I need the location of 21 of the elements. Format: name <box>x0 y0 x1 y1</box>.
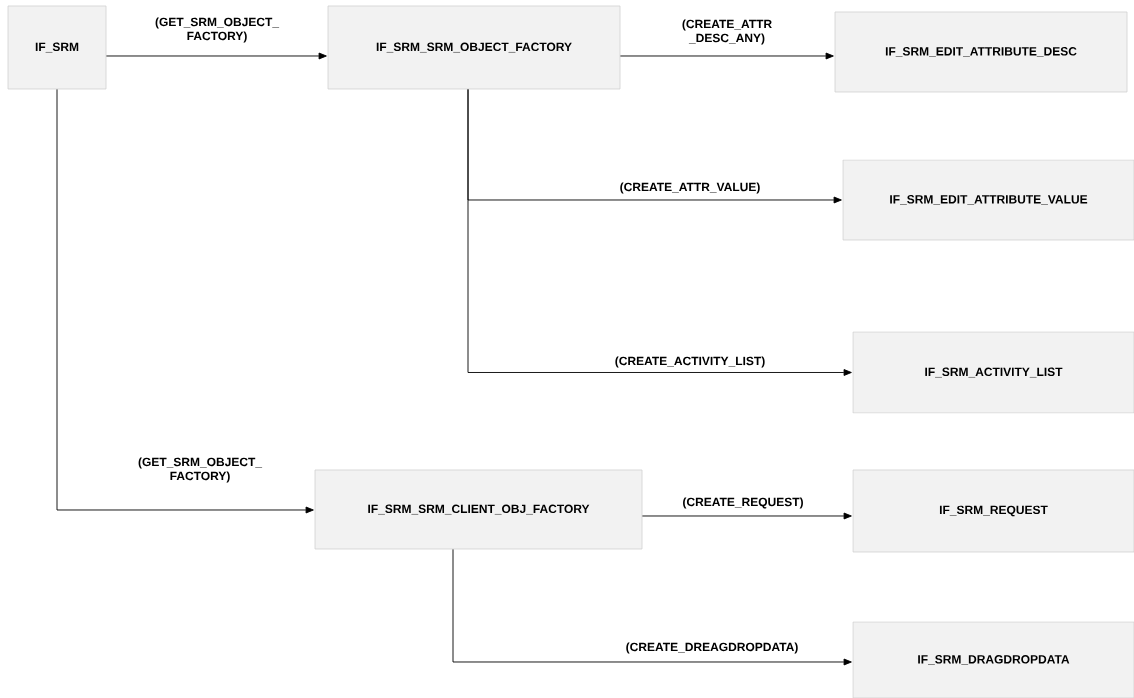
interface-box: IF_SRM_DRAGDROPDATA <box>852 621 1134 698</box>
interface-box: IF_SRM_ACTIVITY_LIST <box>852 331 1134 414</box>
edge-label: (CREATE_REQUEST) <box>681 496 805 510</box>
edge-label: (CREATE_DREAGDROPDATA) <box>624 641 800 655</box>
edge-label: (CREATE_ATTR_VALUE) <box>618 181 762 195</box>
arrow <box>467 88 852 376</box>
interface-box: IF_SRM <box>7 5 107 90</box>
arrow <box>619 52 834 60</box>
arrow <box>641 512 852 520</box>
interface-box: IF_SRM_EDIT_ATTRIBUTE_DESC <box>834 11 1128 93</box>
arrow <box>105 52 327 60</box>
edge-label: (GET_SRM_OBJECT_ FACTORY) <box>146 16 288 44</box>
edge-label: (CREATE_ACTIVITY_LIST) <box>613 355 767 369</box>
interface-box: IF_SRM_SRM_OBJECT_FACTORY <box>327 5 621 90</box>
interface-box: IF_SRM_REQUEST <box>852 469 1134 553</box>
edge-label: (CREATE_ATTR _DESC_ANY) <box>671 18 783 46</box>
interface-box: IF_SRM_EDIT_ATTRIBUTE_VALUE <box>842 159 1134 241</box>
interface-box: IF_SRM_SRM_CLIENT_OBJ_FACTORY <box>314 469 643 550</box>
arrow <box>56 88 314 514</box>
edge-label: (GET_SRM_OBJECT_ FACTORY) <box>129 456 271 484</box>
arrow <box>452 548 852 666</box>
